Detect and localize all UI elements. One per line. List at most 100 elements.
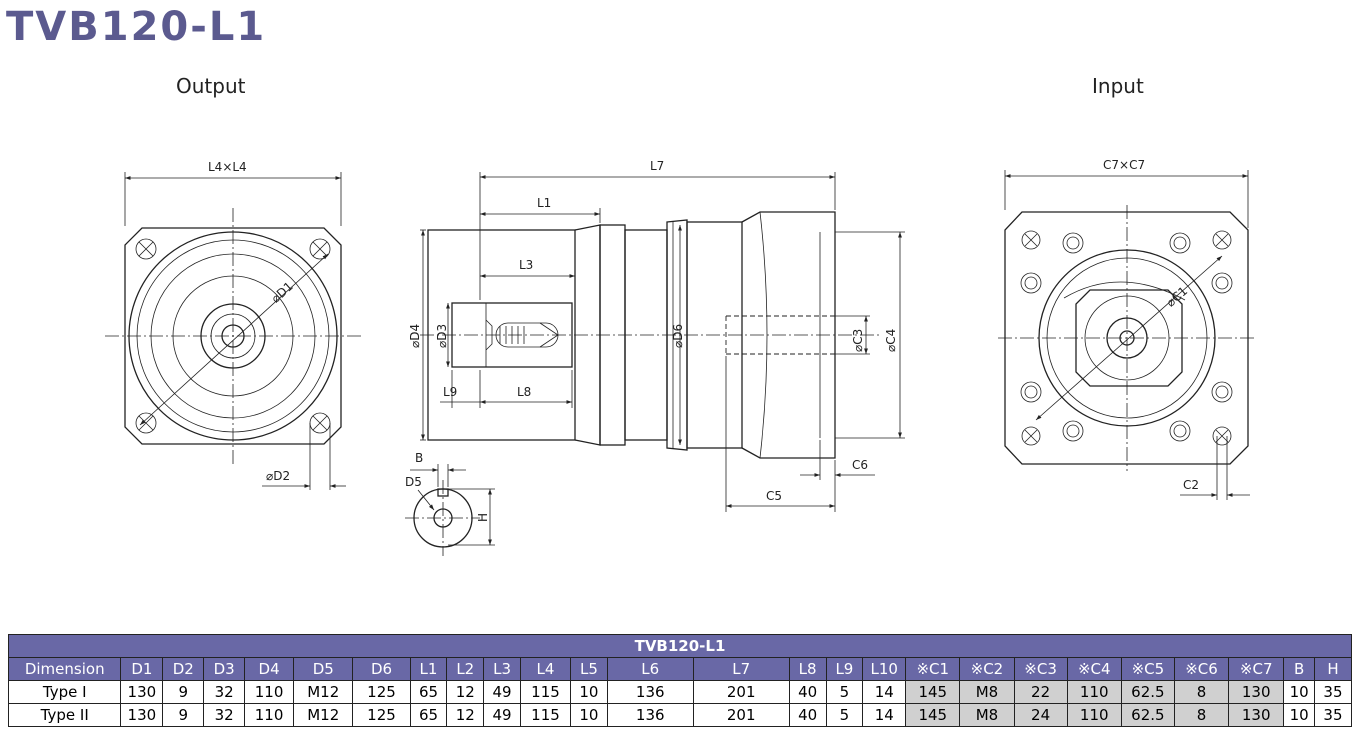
table-cell: 110 xyxy=(1066,680,1122,704)
header-cell: H xyxy=(1313,657,1353,681)
table-cell: 110 xyxy=(1066,703,1122,727)
l3-label: L3 xyxy=(519,258,533,272)
table-cell: 9 xyxy=(162,703,205,727)
input-view-drawing: ⌀C1 C7×C7 C2 xyxy=(998,158,1256,500)
table-cell: 125 xyxy=(352,680,411,704)
side-view-drawing: L7 L1 L3 L9 L8 ⌀D4 ⌀D3 ⌀D6 ⌀C3 xyxy=(408,159,905,512)
table-cell: 49 xyxy=(483,703,521,727)
table-cell: 136 xyxy=(606,680,694,704)
header-cell: L10 xyxy=(862,657,907,681)
table-cell: 145 xyxy=(905,680,961,704)
table-cell: 32 xyxy=(203,703,246,727)
table-cell: 110 xyxy=(244,703,295,727)
table-cell: 40 xyxy=(788,680,827,704)
header-cell: ※C1 xyxy=(905,657,961,681)
table-cell: 32 xyxy=(203,680,246,704)
b-label: B xyxy=(415,451,423,465)
table-cell: 130 xyxy=(120,703,164,727)
table-cell: 35 xyxy=(1313,680,1353,704)
header-cell: D5 xyxy=(293,657,354,681)
table-cell: 145 xyxy=(905,703,961,727)
c6-label: C6 xyxy=(852,458,868,472)
header-cell: B xyxy=(1283,657,1315,681)
header-cell: ※C5 xyxy=(1120,657,1175,681)
table-cell: 10 xyxy=(1283,680,1315,704)
header-cell: ※C2 xyxy=(959,657,1015,681)
table-cell: 14 xyxy=(862,680,907,704)
l1-label: L1 xyxy=(537,196,551,210)
table-cell: 9 xyxy=(162,680,205,704)
header-cell: L3 xyxy=(483,657,521,681)
table-cell: 62.5 xyxy=(1120,703,1175,727)
table-cell: 14 xyxy=(862,703,907,727)
c7xc7-label: C7×C7 xyxy=(1103,158,1145,172)
table-cell: 35 xyxy=(1313,703,1353,727)
header-cell: L9 xyxy=(825,657,864,681)
output-view-label: Output xyxy=(176,74,246,98)
header-cell: L1 xyxy=(409,657,448,681)
table-cell: 201 xyxy=(692,680,790,704)
header-cell: D1 xyxy=(120,657,164,681)
key-section-drawing: B D5 H xyxy=(405,451,495,556)
d3-label: ⌀D3 xyxy=(435,324,449,348)
c3-label: ⌀C3 xyxy=(851,329,865,352)
table-cell: 130 xyxy=(120,680,164,704)
table-title: TVB120-L1 xyxy=(8,634,1352,658)
header-cell: L2 xyxy=(446,657,485,681)
header-cell: Dimension xyxy=(7,657,122,681)
table-cell: 5 xyxy=(825,680,864,704)
table-cell: 110 xyxy=(244,680,295,704)
header-cell: ※C6 xyxy=(1173,657,1230,681)
table-cell: 49 xyxy=(483,680,521,704)
technical-drawing: ⌀D1 L4×L4 ⌀D2 xyxy=(105,158,1256,556)
table-cell: M12 xyxy=(293,680,354,704)
header-cell: ※C7 xyxy=(1228,657,1285,681)
d6-label: ⌀D6 xyxy=(671,324,685,348)
c4-label: ⌀C4 xyxy=(884,329,898,352)
header-cell: L8 xyxy=(788,657,827,681)
header-cell: D2 xyxy=(162,657,205,681)
table-cell: 65 xyxy=(409,680,448,704)
header-cell: L4 xyxy=(519,657,572,681)
header-cell: L6 xyxy=(606,657,694,681)
table-cell: 136 xyxy=(606,703,694,727)
l9-label: L9 xyxy=(443,385,457,399)
table-cell: 8 xyxy=(1173,703,1230,727)
table-cell: 130 xyxy=(1228,703,1285,727)
table-cell: 5 xyxy=(825,703,864,727)
row-label-cell: Type II xyxy=(7,703,122,727)
table-cell: 8 xyxy=(1173,680,1230,704)
d1-label: ⌀D1 xyxy=(269,279,296,306)
header-cell: D4 xyxy=(244,657,295,681)
table-cell: M8 xyxy=(959,703,1015,727)
table-cell: 115 xyxy=(519,680,572,704)
table-cell: 201 xyxy=(692,703,790,727)
d4-label: ⌀D4 xyxy=(408,324,422,348)
table-cell: 10 xyxy=(1283,703,1315,727)
header-cell: ※C3 xyxy=(1013,657,1068,681)
header-cell: D3 xyxy=(203,657,246,681)
l7-label: L7 xyxy=(650,159,664,173)
table-cell: 115 xyxy=(519,703,572,727)
table-cell: 130 xyxy=(1228,680,1285,704)
header-cell: L7 xyxy=(692,657,790,681)
table-cell: 12 xyxy=(446,680,485,704)
table-cell: 24 xyxy=(1013,703,1068,727)
table-cell: 40 xyxy=(788,703,827,727)
table-cell: M12 xyxy=(293,703,354,727)
input-view-label: Input xyxy=(1092,74,1144,98)
table-cell: 10 xyxy=(570,703,608,727)
l4xl4-label: L4×L4 xyxy=(208,160,247,174)
table-cell: 65 xyxy=(409,703,448,727)
table-cell: M8 xyxy=(959,680,1015,704)
row-label-cell: Type I xyxy=(7,680,122,704)
table-cell: 125 xyxy=(352,703,411,727)
page-title: TVB120-L1 xyxy=(6,4,267,50)
header-cell: D6 xyxy=(352,657,411,681)
table-cell: 22 xyxy=(1013,680,1068,704)
output-view-drawing: ⌀D1 L4×L4 ⌀D2 xyxy=(105,160,362,490)
